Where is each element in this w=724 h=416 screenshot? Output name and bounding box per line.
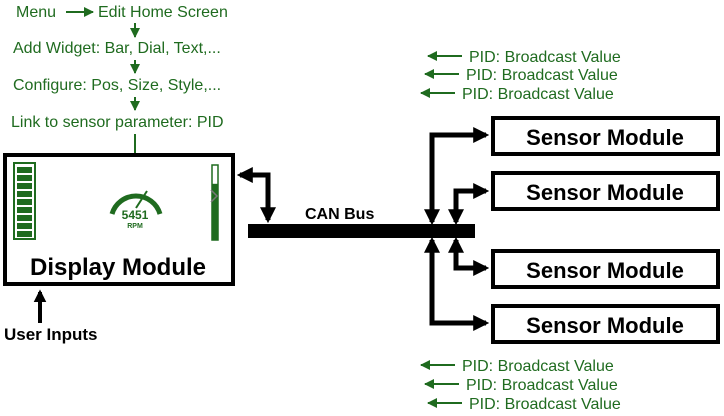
bar-segment [17,215,32,221]
dial-unit: RPM [127,223,143,230]
can-bus-bar [248,224,475,238]
bar-segment [17,199,32,205]
sensor-module-box-4 [491,304,720,344]
bar-widget [13,162,36,240]
sensor-module-label-1: Sensor Module [526,125,684,150]
cursor-icon [210,189,219,203]
broadcast-bottom-1: PID: Broadcast Value [462,358,614,375]
sensor-module-box-3 [491,249,720,289]
bar-widget-segments [17,167,32,237]
vertical-bar-widget [210,164,219,241]
configure-label: Configure: Pos, Size, Style,... [13,77,221,94]
sensor-module-box-1 [491,116,720,156]
edit-home-screen-label: Edit Home Screen [98,4,228,21]
user-inputs-label: User Inputs [4,325,98,344]
sensor-module-box-2 [491,171,720,211]
display-module-title: Display Module [30,254,206,281]
bar-widget-frame [13,162,36,240]
sensor-2-connector [447,182,490,226]
dial-value: 5451 [122,208,149,222]
bar-segment [17,191,32,197]
sensor-module-label-3: Sensor Module [526,258,684,283]
dial-needle [135,190,148,209]
broadcast-top-2: PID: Broadcast Value [466,67,618,84]
bar-segment [17,207,32,213]
bar-segment [17,231,32,237]
add-widget-label: Add Widget: Bar, Dial, Text,... [13,40,221,57]
bar-segment [17,183,32,189]
vertical-bar-fill [212,183,218,241]
sensor-4-connector [423,236,490,332]
display-module-box [3,153,235,286]
bar-segment [17,223,32,229]
dial-arc [109,193,163,215]
link-sensor-label: Link to sensor parameter: PID [11,114,224,131]
broadcast-bottom-3: PID: Broadcast Value [469,396,621,413]
broadcast-bottom-2: PID: Broadcast Value [466,377,618,394]
sensor-1-connector [423,126,490,226]
bar-segment [17,175,32,181]
menu-label: Menu [16,4,56,21]
can-bus-label: CAN Bus [305,206,374,223]
dial-widget: 5451 RPM [109,190,163,230]
bar-segment [17,167,32,173]
sensor-3-connector [447,236,490,277]
sensor-module-label-4: Sensor Module [526,313,684,338]
broadcast-top-3: PID: Broadcast Value [462,86,614,103]
display-bus-connector [236,166,277,224]
sensor-module-label-2: Sensor Module [526,180,684,205]
broadcast-top-1: PID: Broadcast Value [469,49,621,66]
